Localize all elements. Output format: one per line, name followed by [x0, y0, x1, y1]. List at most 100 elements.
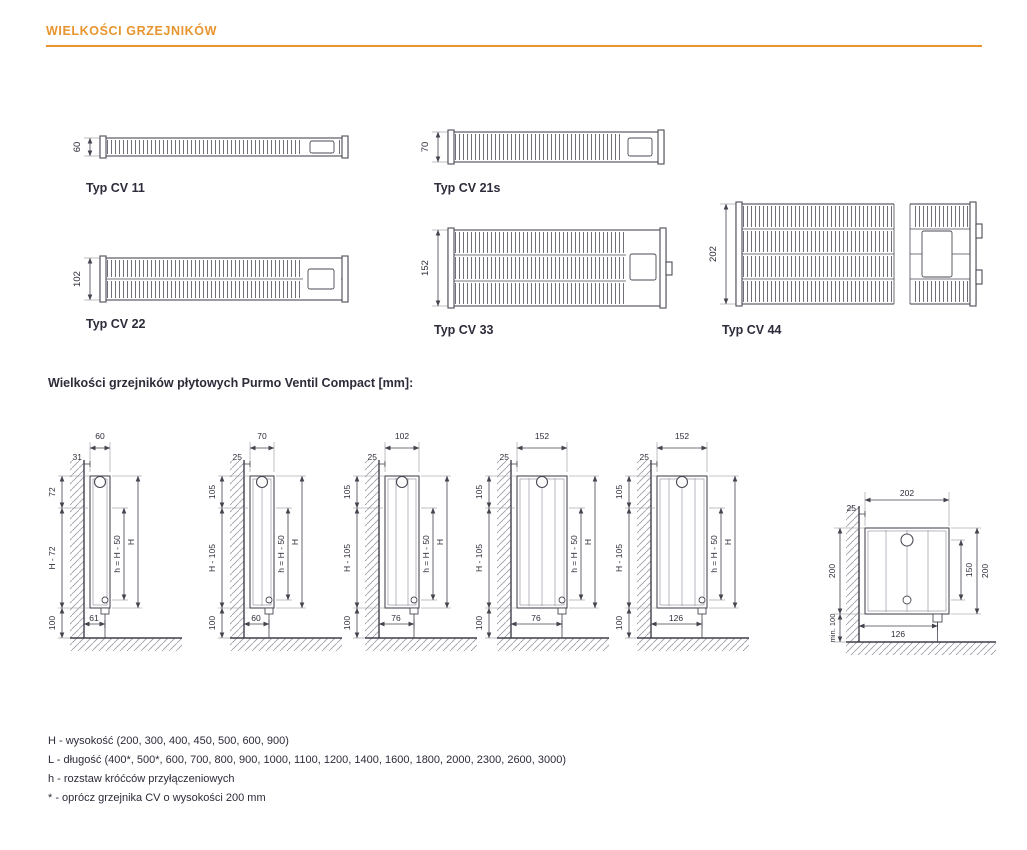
- type-label: Typ CV 44: [722, 323, 782, 337]
- dim-connection-spacing: h = H - 50: [276, 535, 286, 573]
- dim-depth: 70: [257, 431, 267, 441]
- wall-hatch: [70, 460, 84, 638]
- wall-hatch: [497, 460, 511, 638]
- dim-left-bottom: 100: [474, 616, 484, 630]
- legend-line-height: H - wysokość (200, 300, 400, 450, 500, 6…: [48, 735, 289, 747]
- dim-left-height: 200: [827, 564, 837, 578]
- floor-hatch: [365, 638, 477, 651]
- connection-stub: [975, 269, 983, 285]
- fitting: [307, 268, 335, 290]
- connection-block: [264, 607, 274, 615]
- detail-view-cv44: 202 25 200 min. 100 150 200 126: [826, 470, 1011, 675]
- cross-section-cv21s: 70 Typ CV 21s: [418, 124, 680, 195]
- convector-fins: [742, 206, 892, 227]
- side-view-cv22: 102 25 105 H - 105 100 h = H - 50 H 76: [339, 412, 489, 664]
- dim-left-mid: H - 105: [474, 544, 484, 572]
- side-view-diagram: 102 25 105 H - 105 100 h = H - 50 H 76: [342, 431, 477, 651]
- dim-left-mid: H - 105: [614, 544, 624, 572]
- legend-line-length: L - długość (400*, 500*, 600, 700, 800, …: [48, 754, 567, 766]
- cv22-diagram: 102: [72, 255, 349, 303]
- dim-wall-gap: 25: [500, 452, 510, 462]
- valve-circle: [675, 475, 689, 489]
- side-view-diagram: 152 25 105 H - 105 100 h = H - 50 H 76: [474, 431, 609, 651]
- dim-height: H: [126, 539, 136, 545]
- dim-wall-gap: 31: [73, 452, 83, 462]
- connection-block: [932, 613, 943, 623]
- dim-height: H: [435, 539, 445, 545]
- dim-depth: 60: [95, 431, 105, 441]
- depth-dimension-label: 102: [72, 271, 83, 287]
- dim-height: H: [290, 539, 300, 545]
- dim-bottom: 126: [669, 613, 683, 623]
- dim-left-bottom: 100: [614, 616, 624, 630]
- cv21s-diagram: 70: [420, 129, 665, 165]
- side-view-diagram: 152 25 105 H - 105 100 h = H - 50 H 126: [614, 431, 749, 651]
- dim-bottom: 126: [891, 629, 905, 639]
- dim-left-top: 72: [47, 487, 57, 497]
- dim-left-mid: H - 105: [342, 544, 352, 572]
- dim-connection-spacing: h = H - 50: [569, 535, 579, 573]
- connection-block: [100, 607, 110, 615]
- dim-connection-spacing: h = H - 50: [421, 535, 431, 573]
- connection-stub: [665, 261, 673, 276]
- side-view-diagram: 60 31 72 H - 72 100 h = H - 50 H 61: [47, 431, 182, 651]
- dim-left-bottom: 100: [47, 616, 57, 630]
- cross-section-cv22: 102 Typ CV 22: [70, 252, 360, 331]
- dim-depth: 152: [535, 431, 549, 441]
- page-title: WIELKOŚCI GRZEJNIKÓW: [46, 24, 218, 38]
- dim-left-bottom: 100: [342, 616, 352, 630]
- dim-height: H: [723, 539, 733, 545]
- type-label: Typ CV 33: [434, 323, 494, 337]
- cross-section-cv44: 202 Typ CV 44: [706, 198, 990, 337]
- side-view-cv11: 60 31 72 H - 72 100 h = H - 50 H 61: [44, 412, 194, 664]
- side-view-cv21s: 70 25 105 H - 105 100 h = H - 50 H 60: [204, 412, 354, 664]
- depth-dimension-label: 70: [420, 142, 431, 153]
- dim-depth: 102: [395, 431, 409, 441]
- dim-bottom: 76: [531, 613, 541, 623]
- dim-bottom: 76: [391, 613, 401, 623]
- radiator-panel: [384, 475, 420, 609]
- wall-hatch: [846, 506, 859, 642]
- dim-left-top: 105: [614, 485, 624, 499]
- dim-connection-spacing: 150: [964, 563, 974, 577]
- dim-height: 200: [980, 564, 990, 578]
- fitting: [309, 140, 335, 154]
- floor-hatch: [846, 642, 996, 655]
- depth-dimension-label: 202: [708, 246, 719, 262]
- connection-block: [557, 607, 567, 615]
- wall-hatch: [230, 460, 244, 638]
- dim-left-bottom: 100: [207, 616, 217, 630]
- fitting: [629, 253, 657, 281]
- type-label: Typ CV 11: [86, 181, 145, 195]
- floor-hatch: [70, 638, 182, 651]
- cv33-diagram: 152: [420, 227, 673, 309]
- valve-circle: [395, 475, 409, 489]
- floor-hatch: [230, 638, 342, 651]
- type-label: Typ CV 22: [86, 317, 146, 331]
- wall-hatch: [365, 460, 379, 638]
- title-rule: [46, 45, 982, 47]
- dim-connection-spacing: h = H - 50: [709, 535, 719, 573]
- connection-stub: [975, 223, 983, 239]
- side-view-cv33-b: 152 25 105 H - 105 100 h = H - 50 H 126: [611, 412, 761, 664]
- convector-fins: [454, 134, 622, 160]
- legend-line-connection: h - rozstaw króćców przyłączeniowych: [48, 773, 235, 785]
- valve-circle: [900, 533, 914, 547]
- dim-bottom: 61: [89, 613, 99, 623]
- dim-left-mid: H - 72: [47, 546, 57, 569]
- dim-wall-gap: 25: [640, 452, 650, 462]
- cv44-diagram: 202: [708, 201, 983, 307]
- dim-depth: 202: [900, 488, 914, 498]
- section-title: Wielkości grzejników płytowych Purmo Ven…: [48, 376, 414, 390]
- convector-fins: [106, 260, 302, 277]
- dim-bottom: 60: [251, 613, 261, 623]
- cv11-diagram: 60: [72, 135, 349, 159]
- connection-block: [409, 607, 419, 615]
- dim-floor-clearance: min. 100: [828, 614, 837, 643]
- dim-wall-gap: 25: [233, 452, 243, 462]
- dim-left-top: 105: [342, 485, 352, 499]
- dim-left-top: 105: [474, 485, 484, 499]
- convector-fins: [106, 140, 302, 154]
- floor-hatch: [497, 638, 609, 651]
